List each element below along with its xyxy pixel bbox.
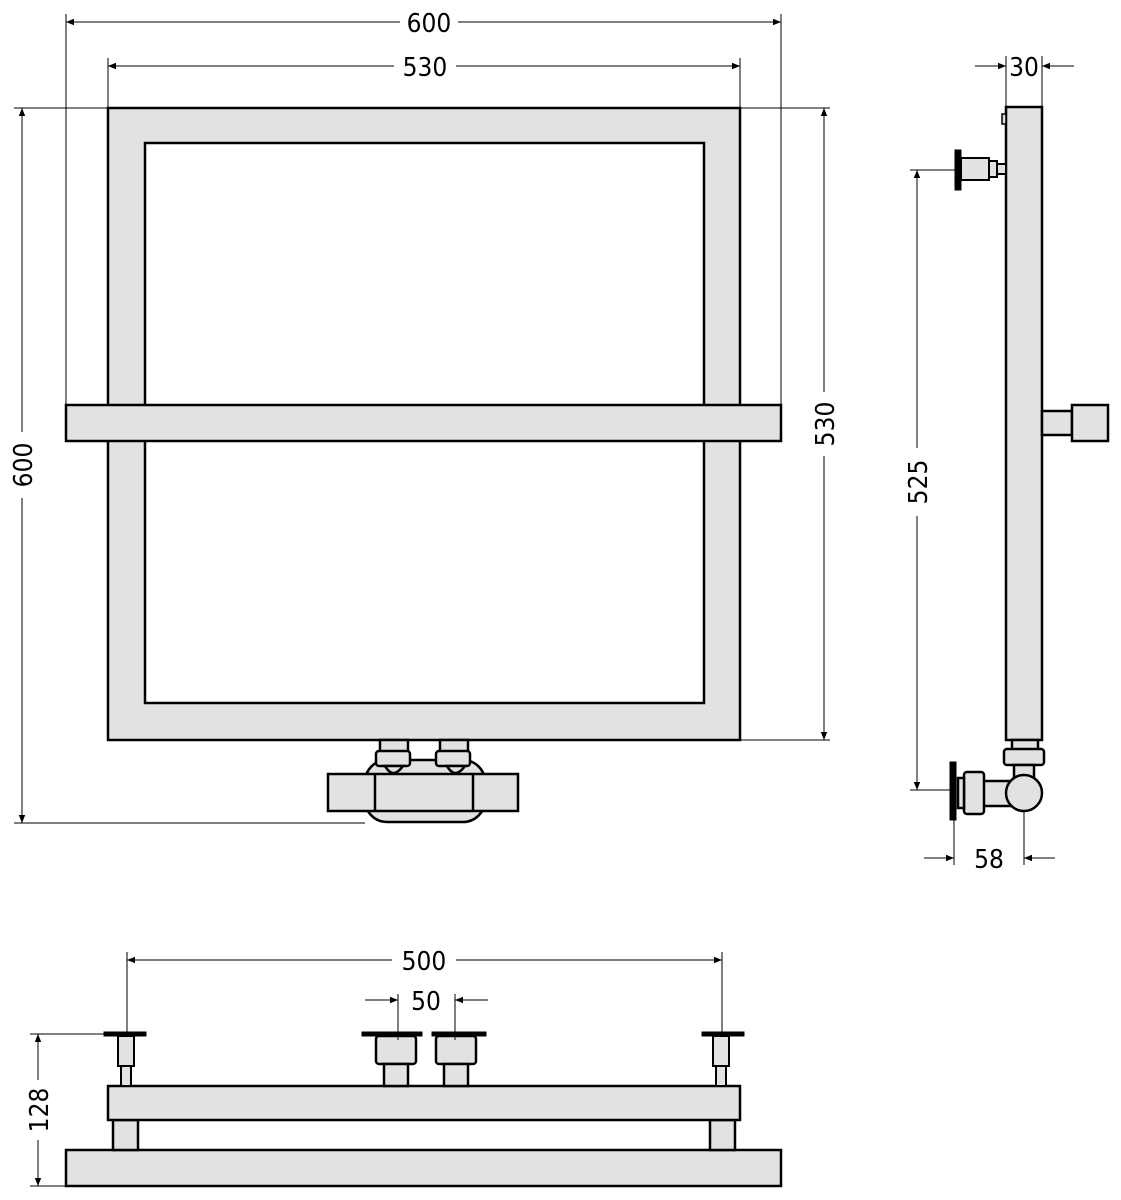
dim-width-frame: 530 bbox=[403, 53, 448, 83]
side-valve bbox=[949, 738, 1046, 821]
back-bar bbox=[64, 1148, 783, 1188]
dim-width-overall: 600 bbox=[407, 9, 452, 39]
side-dimension-lines bbox=[910, 56, 1074, 865]
dim-valve-offset: 58 bbox=[974, 845, 1004, 875]
bottom-dimension-lines bbox=[30, 952, 723, 1187]
towel-bar bbox=[64, 403, 783, 443]
dim-depth: 30 bbox=[1009, 53, 1039, 83]
dim-bracket-spacing: 500 bbox=[402, 947, 447, 977]
dim-depth-total: 128 bbox=[25, 1088, 55, 1133]
front-view: 600 530 600 530 bbox=[9, 9, 841, 824]
top-bracket bbox=[954, 149, 1007, 191]
dimension-lines bbox=[14, 14, 830, 824]
side-tube bbox=[1004, 105, 1044, 742]
bottom-valve bbox=[326, 738, 520, 824]
wall-brackets bbox=[103, 1031, 745, 1087]
side-view: 30 525 58 bbox=[904, 53, 1110, 875]
bottom-valve-connectors bbox=[361, 1031, 487, 1088]
bottom-view: 500 50 128 bbox=[25, 947, 783, 1188]
towel-bar-end bbox=[1040, 403, 1110, 443]
dim-height-overall: 600 bbox=[9, 443, 39, 488]
dim-connection-height: 525 bbox=[904, 460, 934, 505]
front-bar bbox=[106, 1084, 742, 1122]
dim-connection-spacing: 50 bbox=[411, 987, 441, 1017]
dim-height-frame: 530 bbox=[811, 402, 841, 447]
